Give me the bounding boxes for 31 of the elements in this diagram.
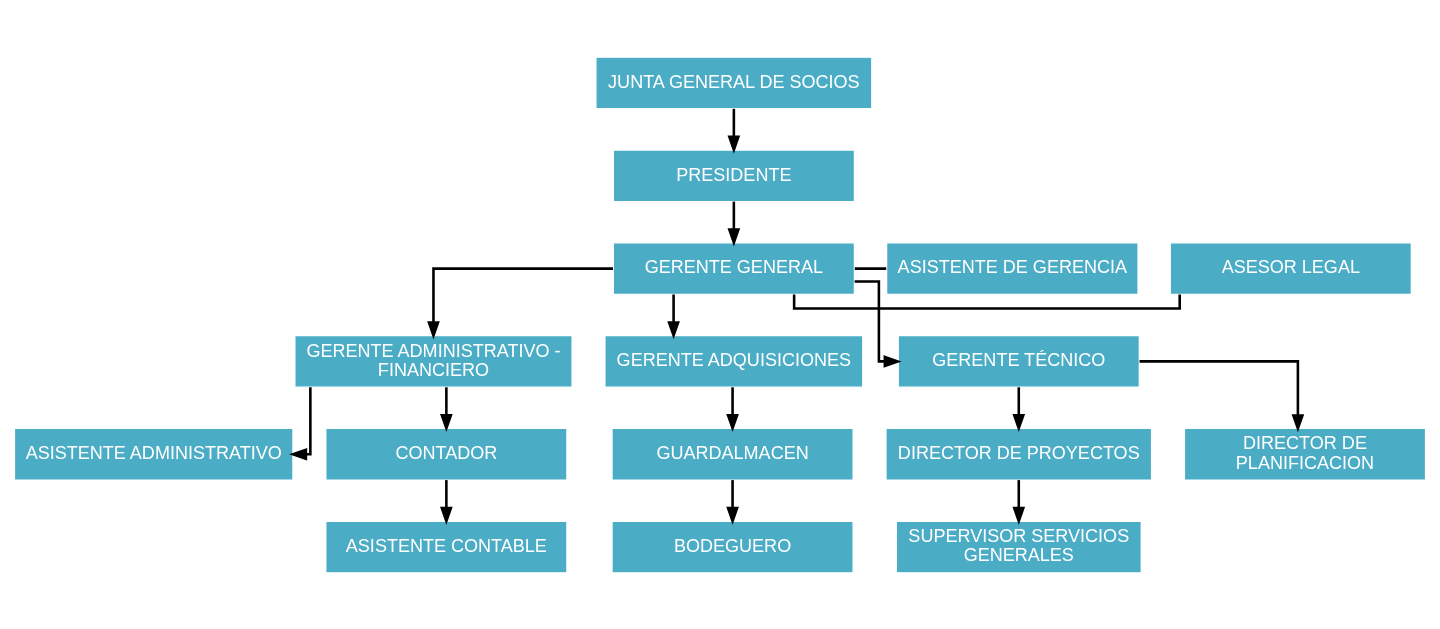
node-box: ASISTENTE DE GERENCIA xyxy=(886,241,1139,295)
arrow xyxy=(1012,386,1026,432)
node-box: JUNTA GENERAL DE SOCIOS xyxy=(595,56,873,109)
arrow xyxy=(440,479,453,525)
node-box: GERENTE ADQUISICIONES xyxy=(604,334,864,388)
node-box: GUARDALMACEN xyxy=(611,427,854,481)
node-box: ASESOR LEGAL xyxy=(1169,241,1412,295)
node-box: SUPERVISOR SERVICIOS GENERALES xyxy=(895,520,1142,573)
arrow xyxy=(726,479,739,525)
node-box: DIRECTOR DE PLANIFICACION xyxy=(1183,427,1427,481)
node-box: GERENTE GENERAL xyxy=(612,241,856,295)
arrow xyxy=(1139,359,1305,432)
node-box: GERENTE TÉCNICO xyxy=(897,334,1140,388)
node-box: DIRECTOR DE PROYECTOS xyxy=(885,427,1153,481)
arrow xyxy=(289,386,312,461)
arrow xyxy=(727,201,741,246)
node-box: PRESIDENTE xyxy=(612,148,856,202)
node-box: BODEGUERO xyxy=(611,520,854,573)
arrow xyxy=(726,386,739,432)
arrow xyxy=(854,279,902,368)
node-box: GERENTE ADMINISTRATIVO - FINANCIERO xyxy=(294,334,573,388)
node-box: ASISTENTE ADMINISTRATIVO xyxy=(13,427,294,481)
connector xyxy=(792,294,1181,310)
connector xyxy=(854,266,887,270)
arrow xyxy=(1012,479,1026,525)
node-box: ASISTENTE CONTABLE xyxy=(325,520,568,573)
arrow xyxy=(667,293,680,339)
arrow xyxy=(727,108,741,154)
arrow xyxy=(440,386,453,432)
arrow xyxy=(427,266,613,339)
node-box: CONTADOR xyxy=(325,427,568,481)
